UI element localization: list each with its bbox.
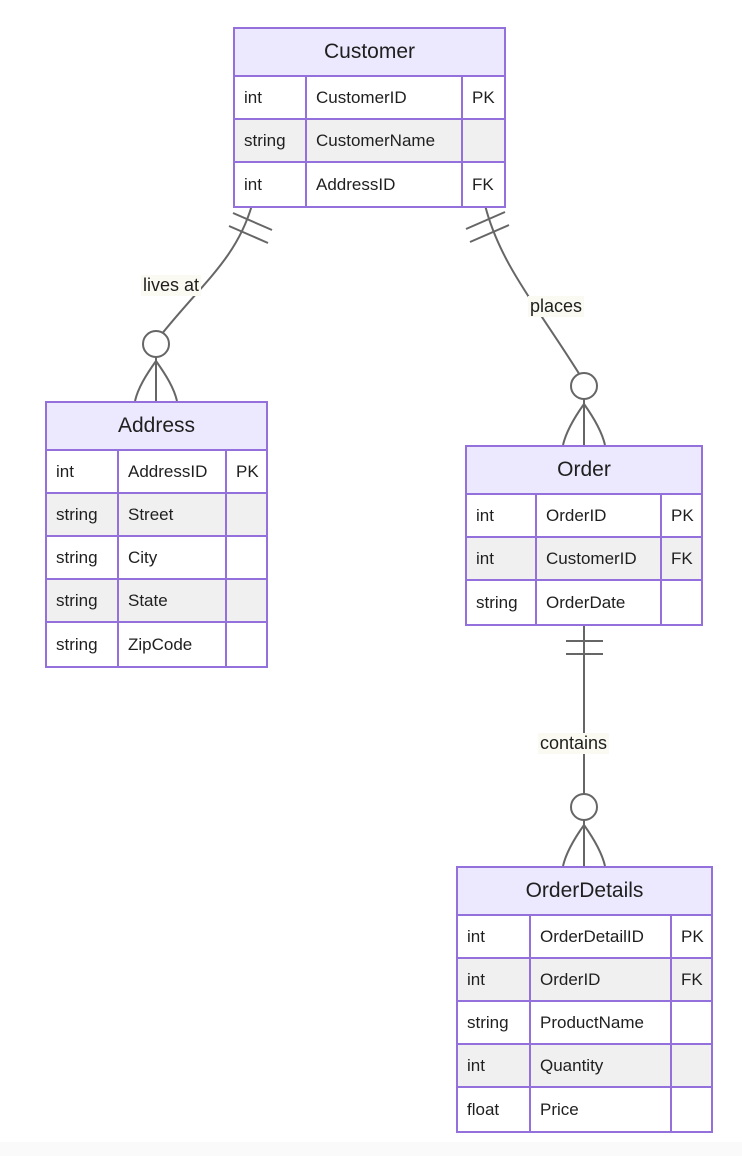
attribute-type: int [235, 163, 307, 206]
attribute-type: string [458, 1002, 531, 1043]
attribute-row[interactable]: string ZipCode [47, 623, 266, 666]
attribute-type: int [235, 77, 307, 118]
attribute-type: int [467, 495, 537, 536]
attribute-row[interactable]: string City [47, 537, 266, 580]
cardinality-one-and-only-one-customer-address [228, 212, 273, 244]
bottom-band [0, 1142, 742, 1156]
attribute-type: int [47, 451, 119, 492]
entity-title-address: Address [47, 403, 266, 451]
attribute-row[interactable]: int OrderDetailID PK [458, 916, 711, 959]
cardinality-zero-or-many-orderdetails [562, 793, 606, 867]
attribute-type: string [47, 623, 119, 666]
attribute-name: CustomerID [316, 87, 407, 107]
cardinality-one-and-only-one-order-orderdetails [566, 640, 603, 655]
attribute-row[interactable]: string State [47, 580, 266, 623]
attribute-key-empty [670, 1045, 711, 1086]
attribute-type: string [47, 580, 119, 621]
relationship-label-contains: contains [538, 733, 610, 754]
entity-title-order: Order [467, 447, 701, 495]
attribute-type: int [458, 1045, 531, 1086]
attribute-name: State [128, 590, 168, 610]
attribute-key-empty [225, 580, 266, 621]
attribute-key-badge: PK [670, 916, 711, 957]
attribute-row[interactable]: int OrderID PK [467, 495, 701, 538]
attribute-row[interactable]: int CustomerID FK [467, 538, 701, 581]
attribute-key-badge: PK [660, 495, 701, 536]
attribute-key-badge: PK [225, 451, 266, 492]
attribute-key-empty [670, 1002, 711, 1043]
attribute-name: AddressID [128, 461, 208, 481]
attribute-name: Street [128, 504, 174, 524]
attribute-name: OrderDetailID [540, 926, 644, 946]
attribute-type: string [47, 494, 119, 535]
attribute-row[interactable]: string Street [47, 494, 266, 537]
attribute-name: OrderID [546, 505, 607, 525]
attribute-name: ProductName [540, 1012, 644, 1032]
cardinality-one-and-only-one-customer-order [465, 211, 510, 243]
attribute-row[interactable]: string OrderDate [467, 581, 701, 624]
cardinality-zero-or-many-address [134, 330, 178, 402]
attribute-name: OrderID [540, 969, 601, 989]
attribute-key-empty [670, 1088, 711, 1131]
attribute-name: AddressID [316, 174, 396, 194]
attribute-key-empty [225, 623, 266, 666]
attribute-name: Price [540, 1099, 579, 1119]
attribute-type: int [458, 959, 531, 1000]
attribute-key-empty [225, 494, 266, 535]
relationship-label-lives-at: lives at [141, 275, 202, 296]
relationship-edge-places [465, 204, 606, 446]
attribute-key-badge: FK [461, 163, 504, 206]
attribute-key-badge: FK [670, 959, 711, 1000]
cardinality-zero-or-many-order [562, 372, 606, 446]
attribute-row[interactable]: int AddressID FK [235, 163, 504, 206]
attribute-key-empty [461, 120, 504, 161]
attribute-type: string [47, 537, 119, 578]
attribute-key-badge: PK [461, 77, 504, 118]
relationship-edge-lives-at [134, 204, 273, 402]
attribute-row[interactable]: int Quantity [458, 1045, 711, 1088]
attribute-type: int [467, 538, 537, 579]
attribute-name: CustomerID [546, 548, 637, 568]
attribute-row[interactable]: int OrderID FK [458, 959, 711, 1002]
entity-title-customer: Customer [235, 29, 504, 77]
attribute-type: int [458, 916, 531, 957]
entity-title-orderdetails: OrderDetails [458, 868, 711, 916]
attribute-name: Quantity [540, 1055, 604, 1075]
attribute-type: float [458, 1088, 531, 1131]
attribute-row[interactable]: string ProductName [458, 1002, 711, 1045]
attribute-row[interactable]: string CustomerName [235, 120, 504, 163]
attribute-key-empty [660, 581, 701, 624]
attribute-name: ZipCode [128, 634, 193, 654]
relationship-label-places: places [528, 296, 585, 317]
attribute-type: string [235, 120, 307, 161]
attribute-row[interactable]: int AddressID PK [47, 451, 266, 494]
attribute-key-empty [225, 537, 266, 578]
attribute-name: CustomerName [316, 130, 436, 150]
attribute-type: string [467, 581, 537, 624]
attribute-row[interactable]: float Price [458, 1088, 711, 1131]
attribute-row[interactable]: int CustomerID PK [235, 77, 504, 120]
attribute-name: OrderDate [546, 592, 626, 612]
attribute-name: City [128, 547, 158, 567]
attribute-key-badge: FK [660, 538, 701, 579]
